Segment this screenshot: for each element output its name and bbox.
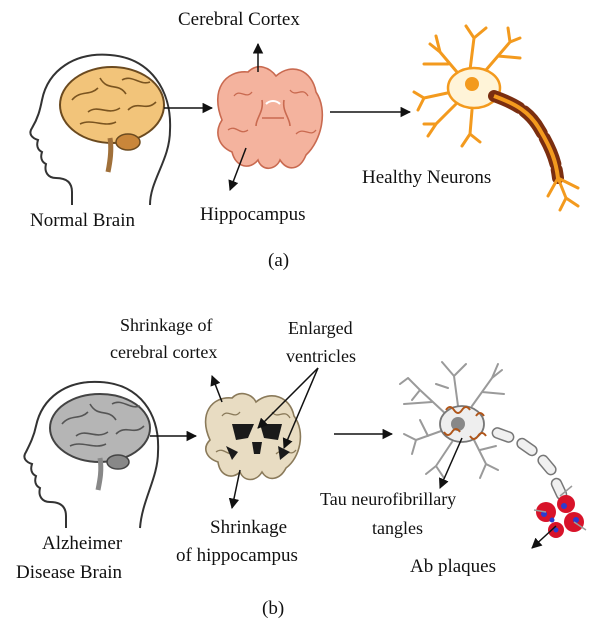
- ad-brain-shape: [50, 394, 150, 462]
- ventricles-line1: Enlarged: [288, 318, 353, 338]
- healthy-neurons-label: Healthy Neurons: [362, 167, 491, 188]
- normal-brain-label: Normal Brain: [30, 210, 136, 231]
- hippo-shrinkage-line1: Shrinkage: [210, 517, 287, 538]
- panel-a-label: (a): [268, 250, 289, 271]
- cortex-shrinkage-line2: cerebral cortex: [110, 342, 217, 362]
- panel-b-label: (b): [262, 598, 284, 619]
- panel-a: Normal Brain Cerebral Cortex Hippocampus: [30, 9, 578, 271]
- cortex-shrinkage-line1: Shrinkage of: [120, 315, 212, 335]
- tau-line1: Tau neurofibrillary: [320, 489, 456, 509]
- ad-brain-head-illustration: [24, 382, 158, 528]
- amyloid-plaques: [536, 495, 584, 538]
- healthy-coronal-section: [218, 67, 323, 169]
- plaques-label: Ab plaques: [410, 556, 496, 577]
- ad-neuron-illustration: [400, 362, 586, 538]
- ad-brain-label-line2: Disease Brain: [16, 562, 123, 583]
- hippo-shrinkage-line2: of hippocampus: [176, 545, 298, 566]
- hippocampus-label: Hippocampus: [200, 204, 306, 225]
- ad-brain-label-line1: Alzheimer: [42, 533, 123, 554]
- cerebral-cortex-label: Cerebral Cortex: [178, 9, 300, 30]
- ventricles-line2: ventricles: [286, 346, 356, 366]
- panel-b: Alzheimer Disease Brain Shrinkage of cer…: [16, 315, 586, 619]
- tau-line2: tangles: [372, 518, 423, 538]
- normal-brain-head-illustration: [30, 55, 170, 205]
- arrow-to-cortex-shrinkage: [212, 376, 222, 402]
- arrow-to-tau-tangles: [440, 438, 462, 488]
- normal-brain-shape: [60, 67, 164, 143]
- ad-coronal-section: [206, 394, 301, 480]
